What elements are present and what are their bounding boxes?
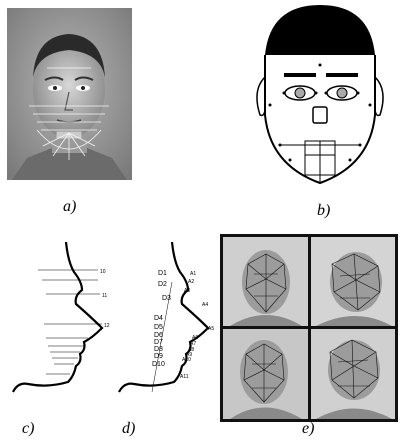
profile-outline-c: 10 11 12 [8,242,113,402]
face-schematic-drawing [250,5,390,185]
panel-e-mesh-grid [220,234,398,422]
caption-d: d) [122,420,135,438]
d-label-D9: D9 [154,353,163,360]
panel-c-profile-lines: 10 11 12 [8,242,113,402]
d-label-A2: A2 [188,279,194,285]
caption-a: a) [63,198,76,216]
panel-a-face-photo [7,8,132,180]
d-label-D6: D6 [154,332,163,339]
d-label-A10: A10 [182,357,191,363]
caption-b: b) [317,202,330,220]
d-label-D8: D8 [154,346,163,353]
profile-outline-d: D1 D2 D3 D4 D5 D6 D7 D8 D9 D10 A1 A2 A3 … [112,242,217,402]
d-label-A11: A11 [180,374,189,380]
c-label-10: 10 [100,269,106,275]
c-label-12: 12 [104,323,110,329]
caption-c: c) [22,420,34,438]
d-label-A5: A5 [208,326,214,332]
d-label-A3: A3 [184,288,190,294]
d-label-D4: D4 [154,315,163,322]
panel-b-face-schematic [250,5,390,185]
d-label-D5: D5 [154,324,163,331]
d-label-A1: A1 [190,271,196,277]
d-label-A4: A4 [202,302,208,308]
d-label-D10: D10 [152,361,165,368]
d-label-D2: D2 [158,281,167,288]
d-label-D3: D3 [162,295,171,302]
c-label-11: 11 [102,293,107,299]
mesh-grid-image [220,234,398,422]
panel-d-profile-labels: D1 D2 D3 D4 D5 D6 D7 D8 D9 D10 A1 A2 A3 … [112,242,217,402]
caption-e: e) [302,420,314,438]
d-label-D1: D1 [158,270,167,277]
d-label-D7: D7 [154,339,163,346]
face-photo-image [7,8,132,180]
